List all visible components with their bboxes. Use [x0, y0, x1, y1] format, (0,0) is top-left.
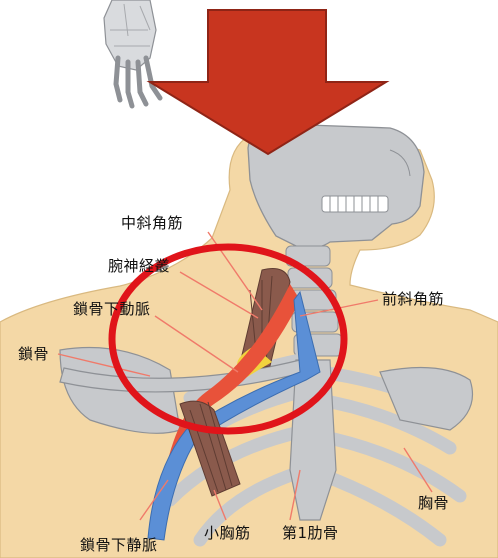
label-anterior-scalene: 前斜角筋 — [382, 292, 444, 307]
label-pectoralis-minor: 小胸筋 — [204, 526, 251, 541]
hand-bones-illustration — [104, 0, 160, 106]
label-brachial-plexus: 腕神経叢 — [108, 259, 170, 274]
label-first-rib: 第1肋骨 — [282, 526, 339, 541]
label-subclavian-vein: 鎖骨下静脈 — [80, 538, 158, 553]
label-sternum: 胸骨 — [418, 496, 449, 511]
label-clavicle: 鎖骨 — [18, 347, 49, 362]
label-middle-scalene: 中斜角筋 — [121, 216, 183, 231]
label-subclavian-artery: 鎖骨下動脈 — [73, 302, 151, 317]
